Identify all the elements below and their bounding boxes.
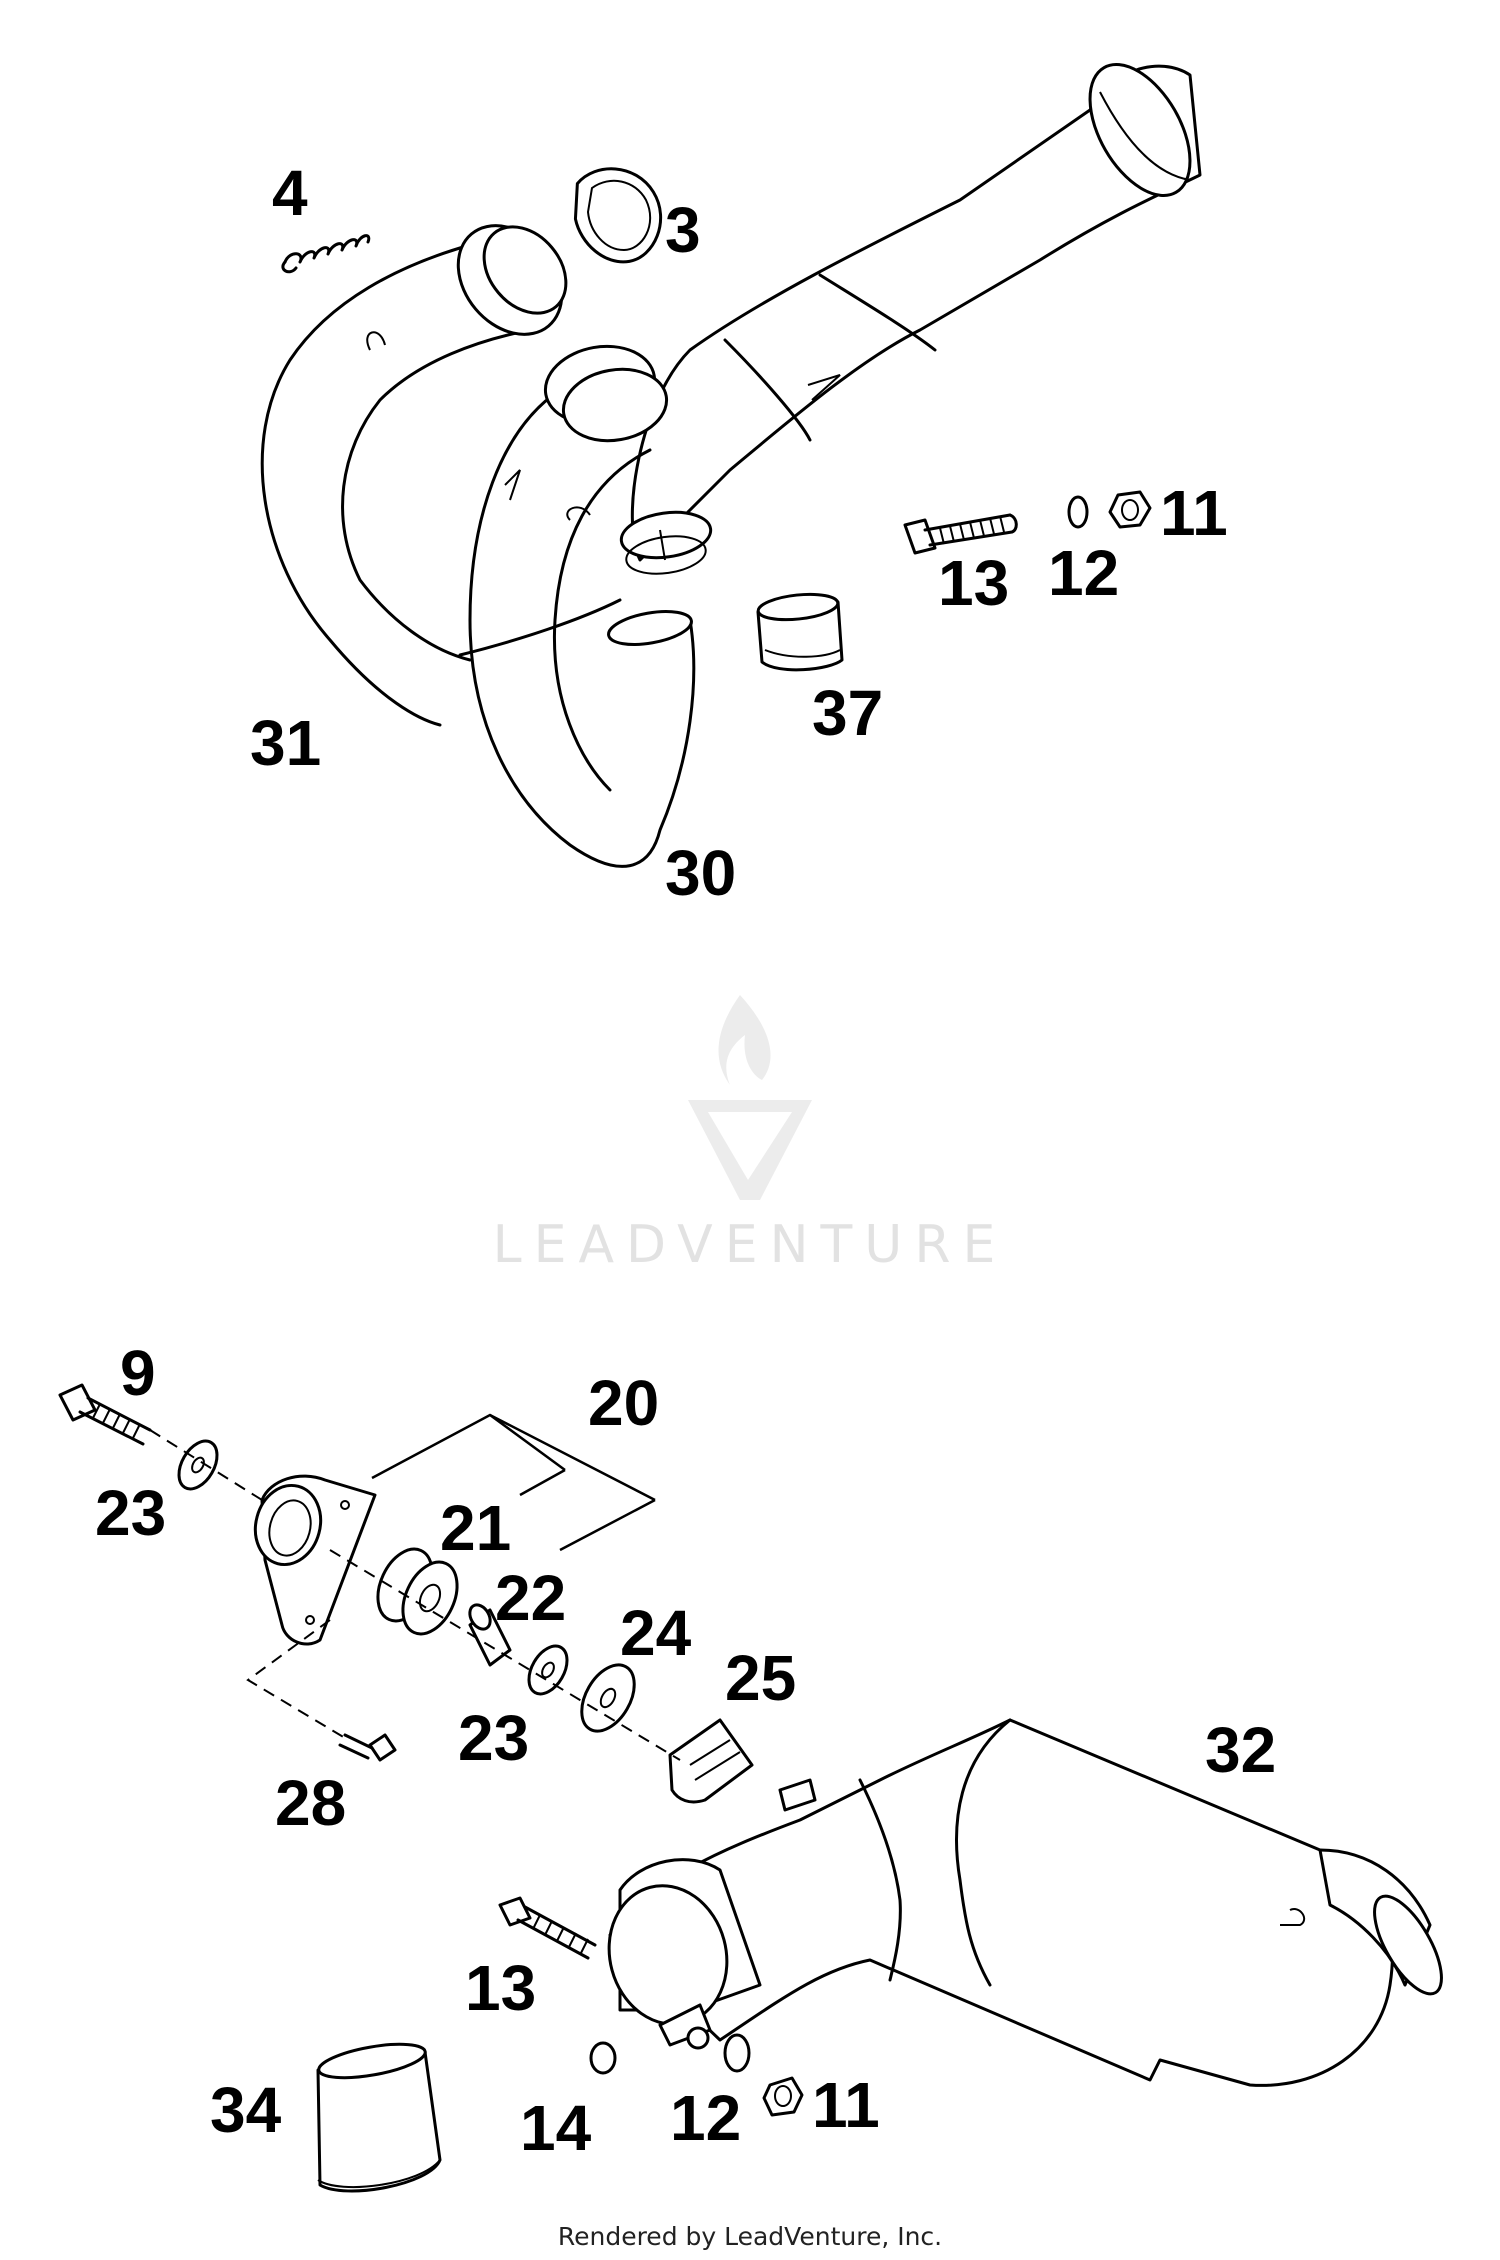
washer-24 <box>580 1663 636 1733</box>
callout-22: 22 <box>495 1562 566 1634</box>
callout-34: 34 <box>210 2074 282 2146</box>
callout-13-upper: 13 <box>938 547 1009 619</box>
nut-11-lower <box>762 2076 804 2117</box>
screw-28 <box>338 1733 397 1762</box>
header-pipe-31 <box>260 224 622 727</box>
washer-12-upper <box>1067 495 1089 529</box>
spring-4 <box>281 234 371 274</box>
callout-23-left: 23 <box>95 1477 166 1549</box>
grommet-21 <box>376 1547 459 1636</box>
silencer-tube-upper <box>630 63 1202 562</box>
leadventure-watermark-logo <box>688 995 812 1200</box>
sleeve-37 <box>756 592 844 672</box>
clip-nut-25 <box>668 1718 754 1804</box>
watermark-brand-text: LEADVENTURE <box>493 1215 1008 1275</box>
bolt-13-upper <box>903 513 1018 555</box>
joint-ring <box>619 510 713 575</box>
bracket-20 <box>253 1474 377 1646</box>
callout-11-lower: 11 <box>812 2069 880 2141</box>
spacer-22 <box>468 1603 512 1667</box>
render-credit-footer: Rendered by LeadVenture, Inc. <box>558 2222 942 2251</box>
callout-30: 30 <box>665 837 736 909</box>
callout-25: 25 <box>725 1642 796 1714</box>
gasket-3 <box>573 167 663 264</box>
bolt-9 <box>58 1383 152 1446</box>
bolt-13-lower <box>498 1896 597 1960</box>
callout-20: 20 <box>588 1367 659 1439</box>
muffler-inlet <box>607 1858 762 2050</box>
assembly-axis-line <box>149 1429 681 1761</box>
nut-11-upper <box>1108 490 1152 529</box>
washer-23-center <box>527 1644 569 1696</box>
callout-14: 14 <box>520 2092 592 2164</box>
callout-31: 31 <box>250 707 321 779</box>
callout-3: 3 <box>665 194 701 266</box>
washer-12-lower <box>723 2033 751 2073</box>
washer-23-left <box>177 1439 219 1491</box>
callout-23-center: 23 <box>458 1702 529 1774</box>
callout-13-lower: 13 <box>465 1952 536 2024</box>
header-pipe-30 <box>468 344 696 868</box>
callout-9: 9 <box>120 1337 156 1409</box>
callout-24: 24 <box>620 1597 692 1669</box>
callout-37: 37 <box>812 677 883 749</box>
callout-12-upper: 12 <box>1048 537 1119 609</box>
callout-32: 32 <box>1205 1714 1276 1786</box>
callout-12-lower: 12 <box>670 2082 741 2154</box>
callout-4: 4 <box>272 157 308 229</box>
callout-28: 28 <box>275 1767 346 1839</box>
muffler-32 <box>608 1718 1443 2087</box>
screw-axis-line <box>246 1619 346 1739</box>
callout-11-upper: 11 <box>1160 477 1228 549</box>
leader-21-22 <box>489 1413 656 1552</box>
sleeve-34 <box>316 2042 442 2193</box>
washer-14 <box>589 2041 617 2075</box>
callout-21: 21 <box>440 1492 511 1564</box>
